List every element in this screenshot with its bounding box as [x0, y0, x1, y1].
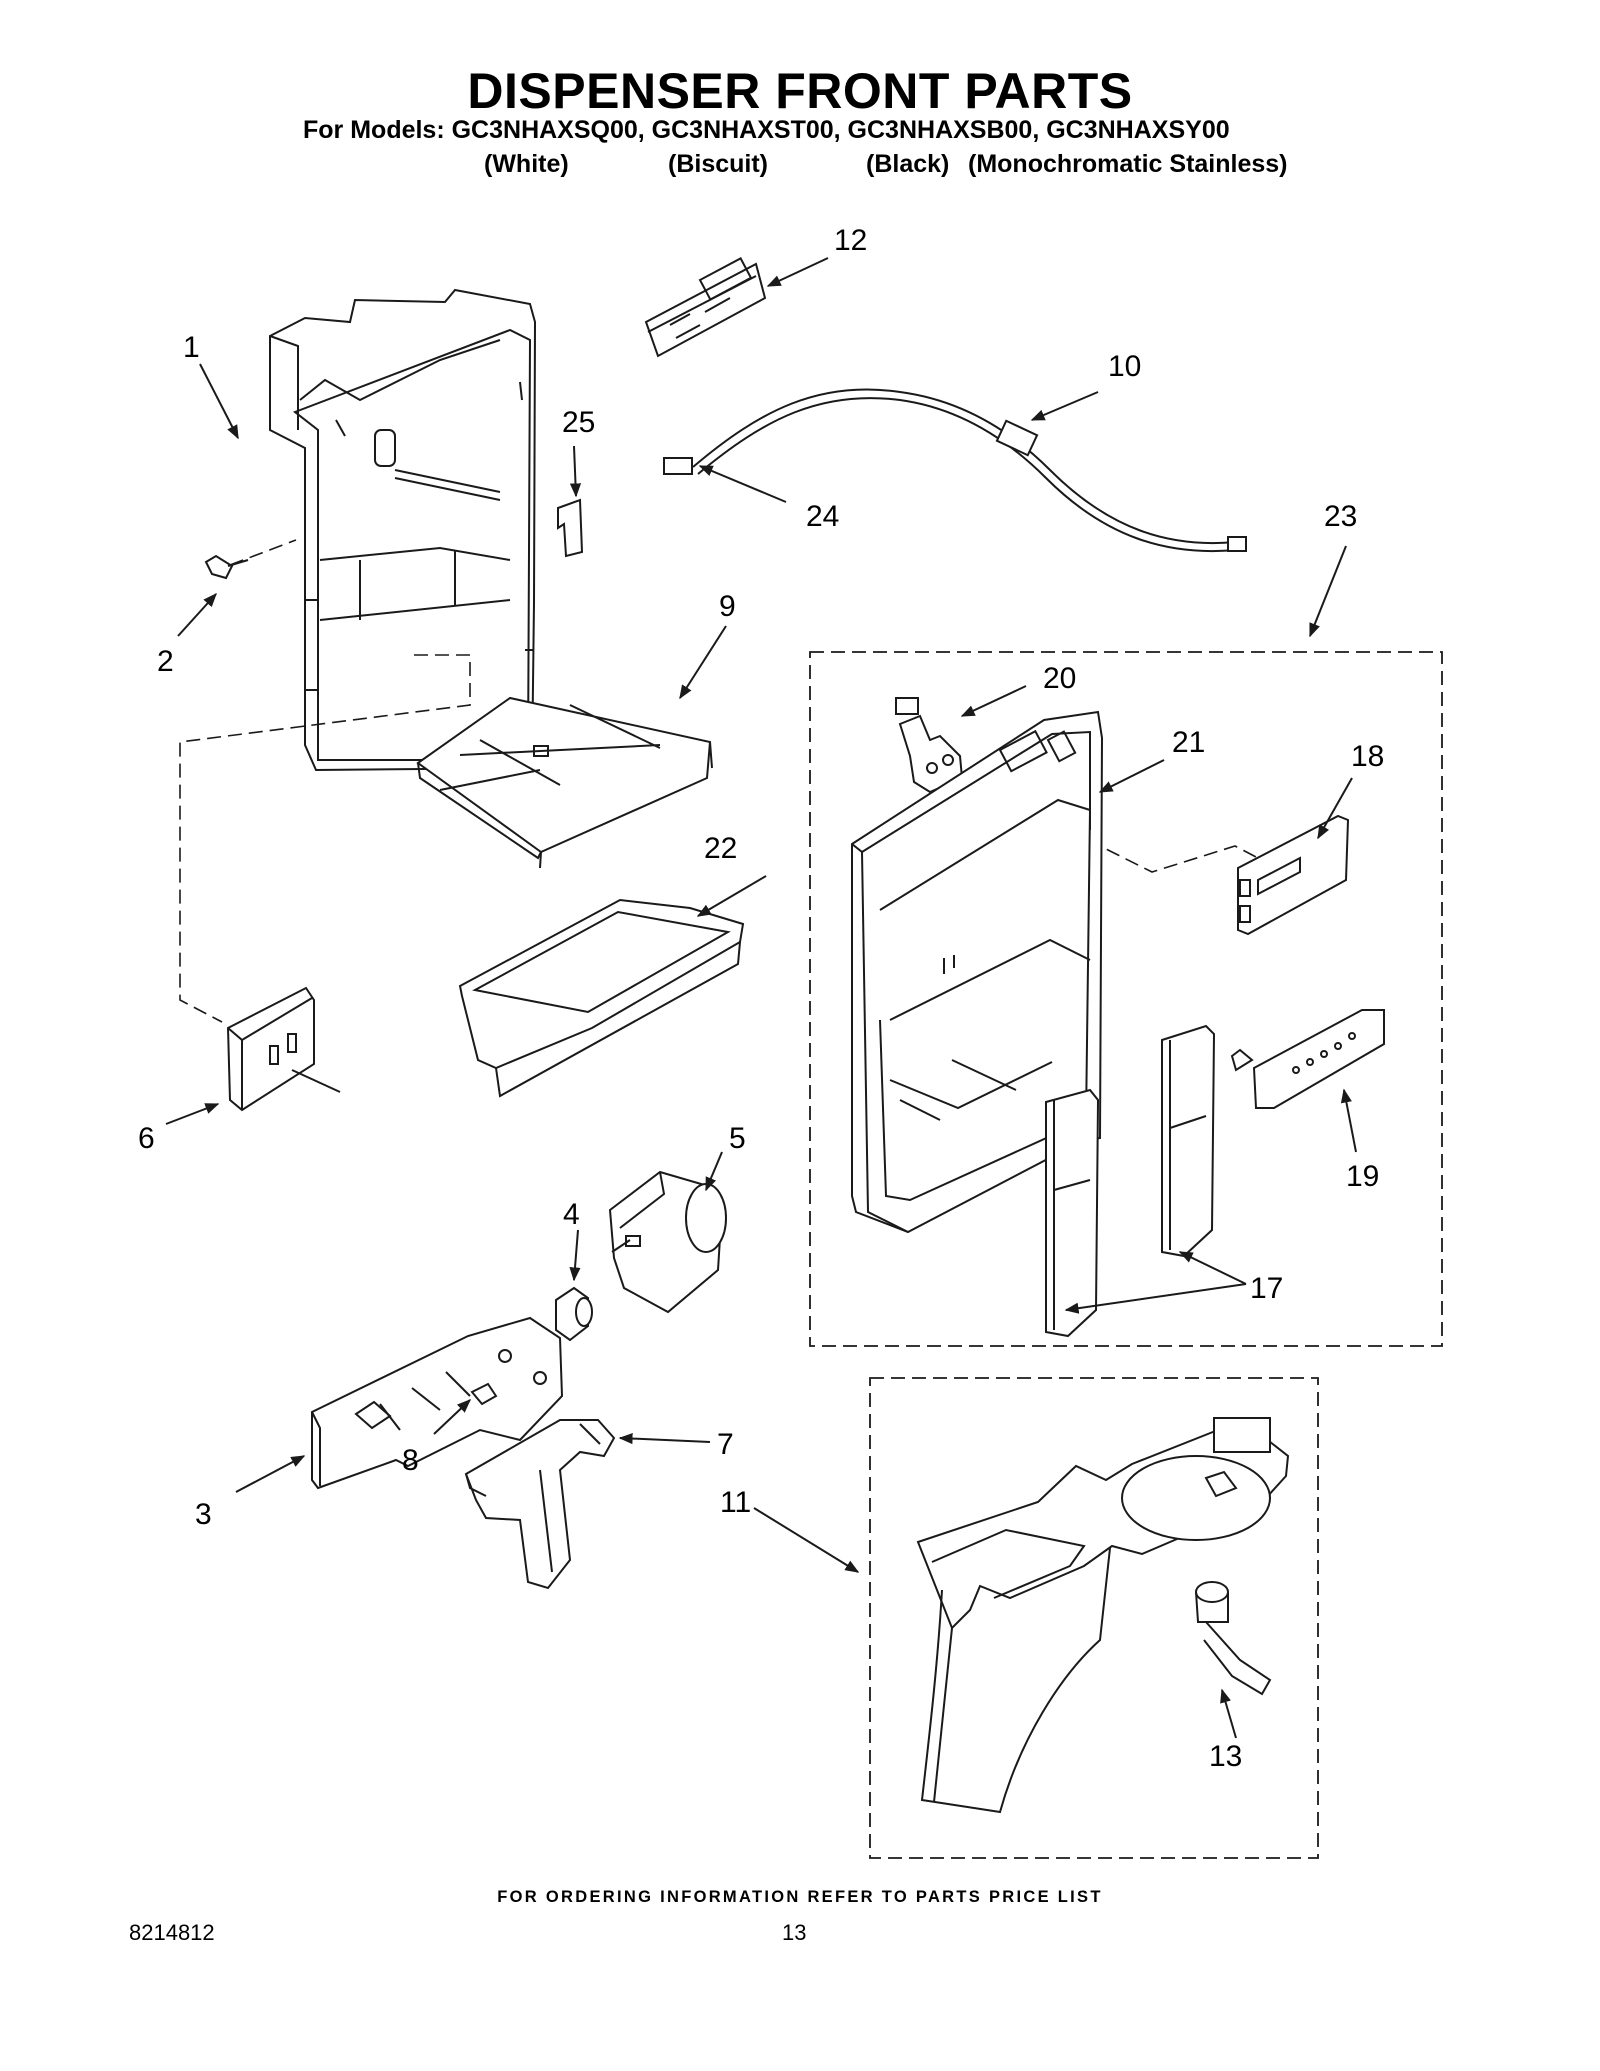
- callout-13: 13: [1209, 1740, 1242, 1773]
- part-23-group-box: [809, 651, 1443, 1347]
- part-7-actuator-lever: [464, 1419, 616, 1590]
- part-1-dispenser-housing: [269, 288, 537, 772]
- part-25-clip: [557, 498, 584, 558]
- part-22-drip-tray: [458, 898, 745, 1098]
- callout-numbers: 1 2 3 4 5 6 7 8 9 10 11 12 13 17 18 19 2…: [138, 224, 1384, 1773]
- part-8-screw: [470, 1382, 498, 1406]
- part-10-wire-harness: [692, 388, 1247, 553]
- part-21-front-panel: [851, 710, 1104, 1234]
- ordering-note: FOR ORDERING INFORMATION REFER TO PARTS …: [497, 1888, 1103, 1906]
- part-18-board: [1237, 814, 1350, 936]
- part-4-knob: [555, 1286, 593, 1342]
- variant-biscuit: (Biscuit): [668, 150, 768, 178]
- callout-7: 7: [717, 1428, 734, 1461]
- callout-21: 21: [1172, 726, 1205, 759]
- variant-black: (Black): [866, 150, 950, 178]
- models-line: For Models: GC3NHAXSQ00, GC3NHAXST00, GC…: [303, 116, 1230, 144]
- part-6-switch: [226, 986, 341, 1112]
- part-24-connector: [663, 457, 693, 475]
- callout-6: 6: [138, 1122, 155, 1155]
- callout-20: 20: [1043, 662, 1076, 695]
- page-number: 13: [782, 1920, 807, 1945]
- callout-12: 12: [834, 224, 867, 257]
- callout-9: 9: [719, 590, 736, 623]
- callout-18: 18: [1351, 740, 1384, 773]
- part-19-control-panel: [1230, 1009, 1385, 1109]
- part-3-bracket: [311, 1316, 564, 1490]
- callout-11: 11: [720, 1486, 751, 1519]
- part-17-paddles: [1045, 1024, 1216, 1338]
- alignment-lines: [179, 539, 1259, 1023]
- callout-2: 2: [157, 645, 174, 678]
- callout-25: 25: [562, 406, 595, 439]
- page-title: DISPENSER FRONT PARTS: [467, 63, 1133, 119]
- part-11-ice-chute: [916, 1417, 1290, 1814]
- callout-22: 22: [704, 832, 737, 865]
- callout-5: 5: [729, 1122, 746, 1155]
- callout-23: 23: [1324, 500, 1357, 533]
- part-5-motor: [608, 1170, 727, 1314]
- callout-10: 10: [1108, 350, 1141, 383]
- variant-white: (White): [484, 150, 569, 178]
- callout-19: 19: [1346, 1160, 1379, 1193]
- part-9-tray-frame: [416, 696, 713, 869]
- document-number: 8214812: [129, 1920, 215, 1945]
- part-20-switch: [895, 697, 964, 794]
- variant-stainless: (Monochromatic Stainless): [968, 150, 1288, 178]
- callout-24: 24: [806, 500, 839, 533]
- callout-17: 17: [1250, 1272, 1283, 1305]
- part-11-group-box: [869, 1377, 1319, 1859]
- callout-4: 4: [563, 1198, 580, 1231]
- callout-1: 1: [183, 331, 200, 364]
- leader-arrows: [165, 257, 1357, 1739]
- part-12-control-board: [644, 257, 767, 358]
- callout-8: 8: [402, 1444, 419, 1477]
- part-13-fitting: [1195, 1581, 1272, 1696]
- part-2-screw: [204, 554, 249, 580]
- callout-3: 3: [195, 1498, 212, 1531]
